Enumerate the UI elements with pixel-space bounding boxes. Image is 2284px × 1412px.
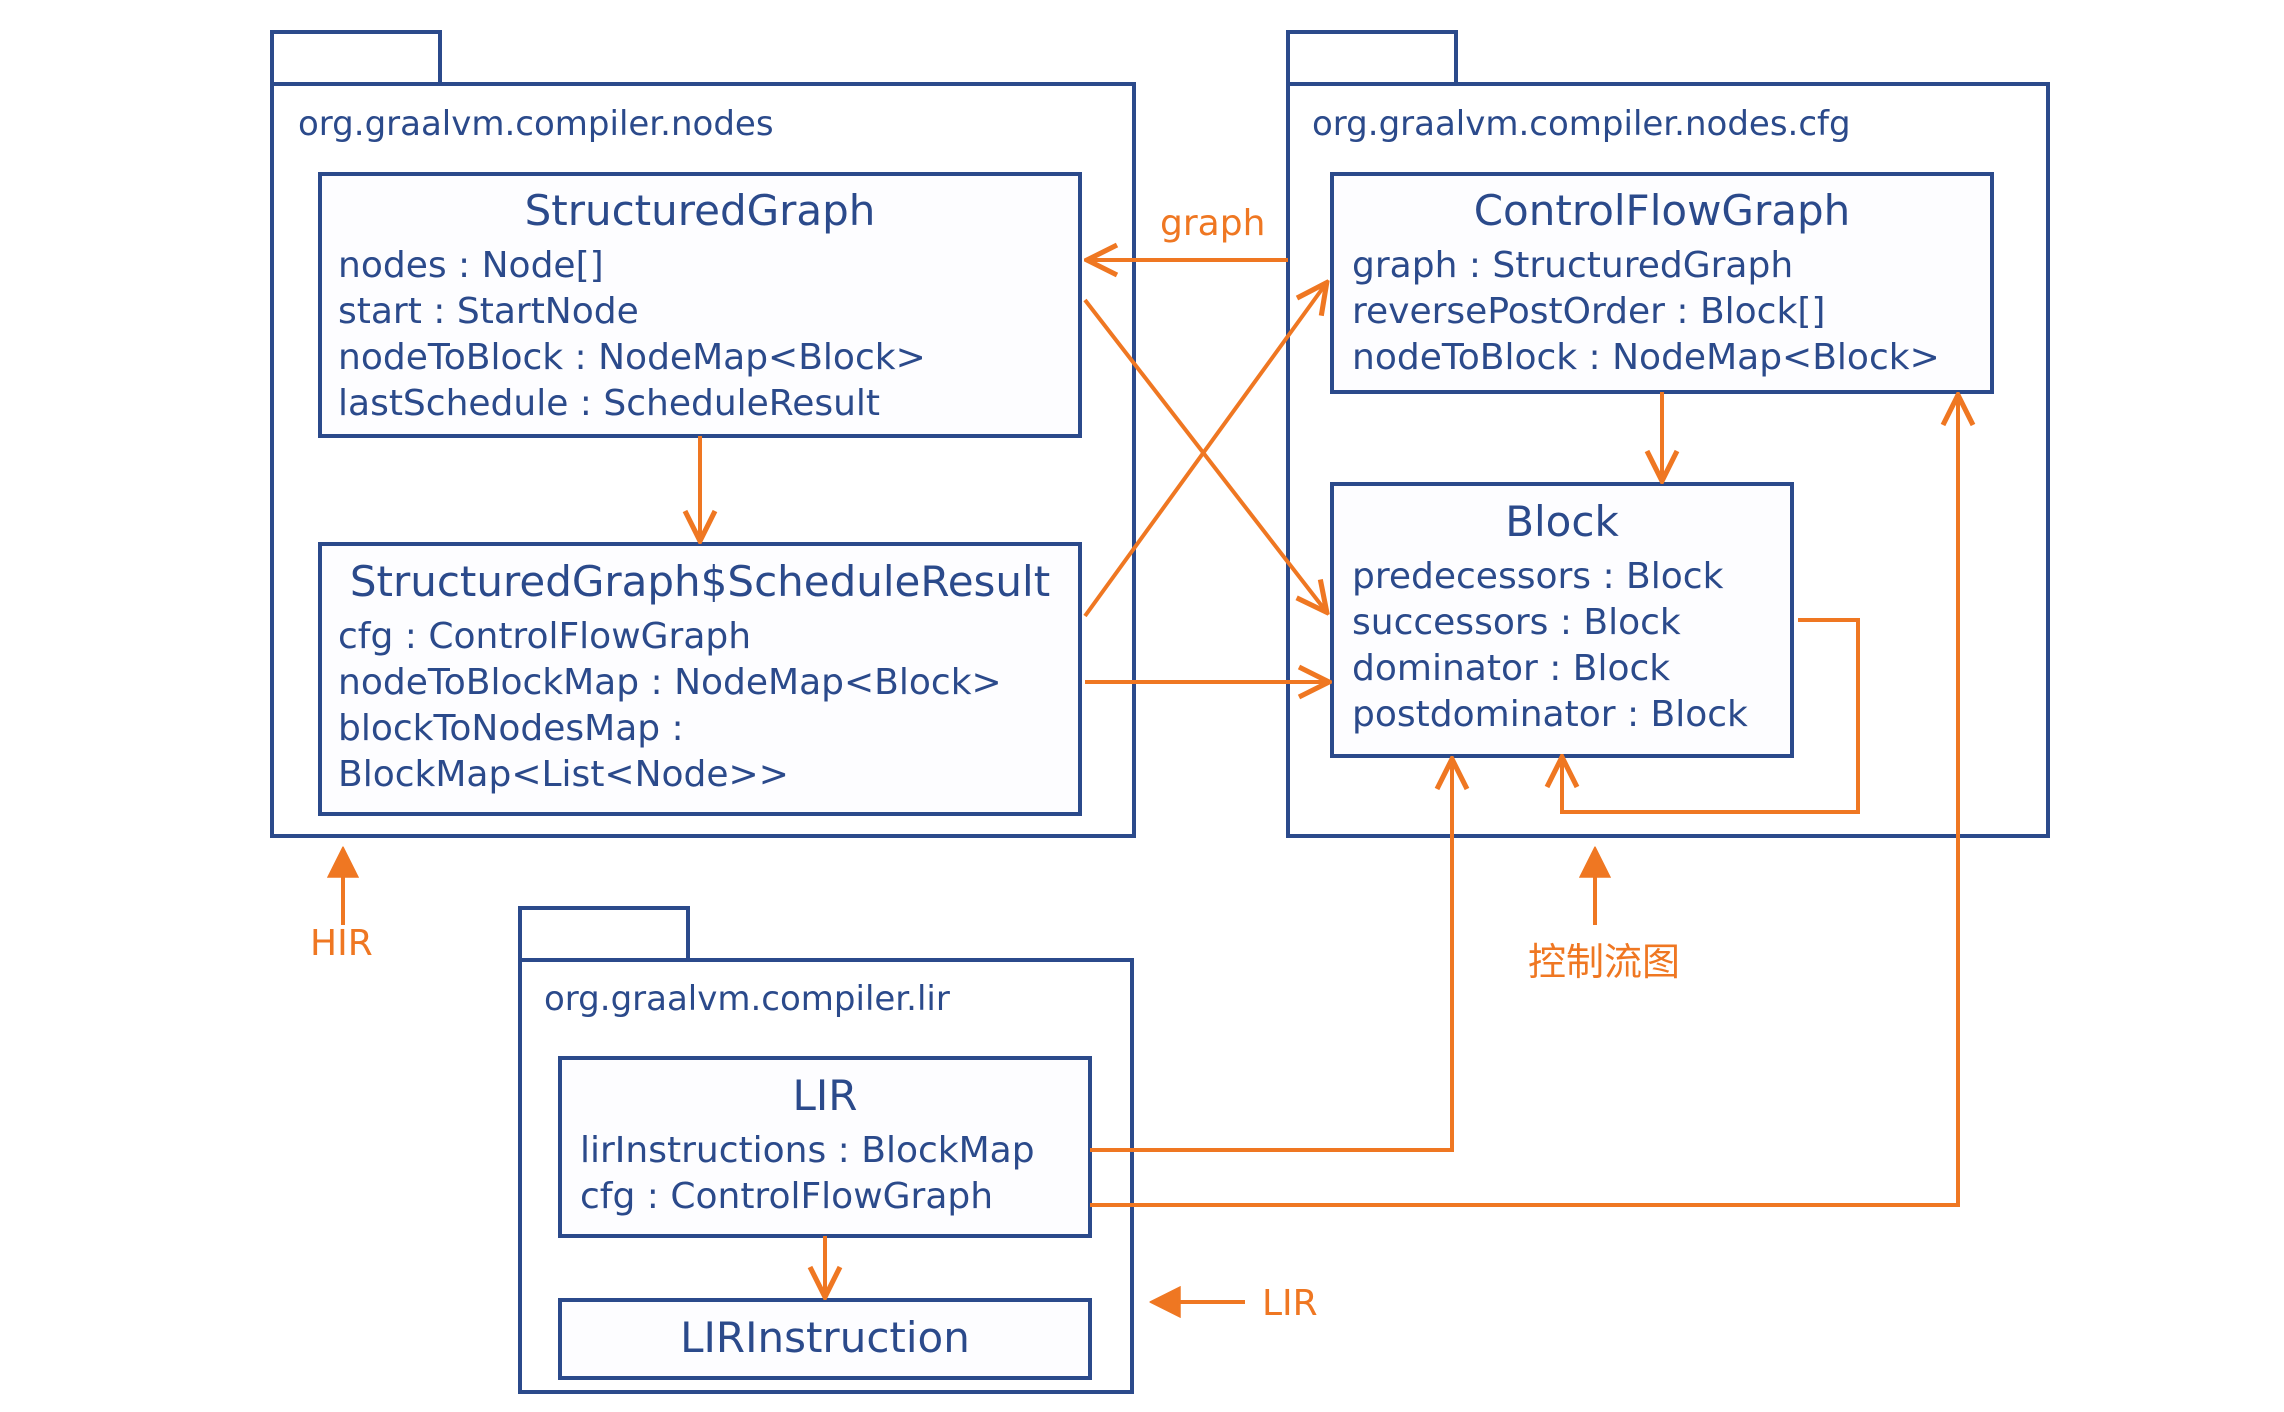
package-nodes-cfg-tab [1286,30,1458,86]
class-structured-graph[interactable]: StructuredGraph nodes : Node[] start : S… [318,172,1082,438]
class-block-title: Block [1505,497,1619,546]
class-block-attr-1: successors : Block [1352,602,1681,643]
edge-label-hir: HIR [310,923,373,964]
edge-block-self-loop [1562,618,1860,814]
class-block-box[interactable] [1330,482,1794,758]
class-schedule-result-box[interactable] [318,542,1082,816]
class-control-flow-graph-attr-0: graph : StructuredGraph [1352,245,1793,286]
class-lir-attr-0: lirInstructions : BlockMap [580,1130,1035,1171]
package-nodes-label: org.graalvm.compiler.nodes [298,104,774,144]
class-schedule-result-title: StructuredGraph$ScheduleResult [350,557,1050,606]
edge-structuredgraph-to-block [1083,298,1325,610]
class-control-flow-graph[interactable]: ControlFlowGraph graph : StructuredGraph… [1330,172,1994,394]
class-structured-graph-attr-1: start : StartNode [338,291,639,332]
class-control-flow-graph-attr-2: nodeToBlock : NodeMap<Block> [1352,337,1940,378]
class-structured-graph-attr-2: nodeToBlock : NodeMap<Block> [338,337,926,378]
class-schedule-result-attr-0: cfg : ControlFlowGraph [338,616,751,657]
edge-scheduleresult-to-cfg [1083,285,1325,618]
class-lir-attr-1: cfg : ControlFlowGraph [580,1176,993,1217]
class-structured-graph-title: StructuredGraph [525,186,876,235]
class-schedule-result[interactable]: StructuredGraph$ScheduleResult cfg : Con… [318,542,1082,816]
class-block[interactable]: Block predecessors : Block successors : … [1330,482,1794,758]
class-lir-instruction-box[interactable] [558,1298,1092,1380]
class-lir-title: LIR [793,1071,858,1120]
class-block-attr-3: postdominator : Block [1352,694,1748,735]
package-nodes-cfg: org.graalvm.compiler.nodes.cfg ControlFl… [1286,30,2050,838]
class-schedule-result-attr-2: blockToNodesMap : [338,708,684,749]
class-block-attr-0: predecessors : Block [1352,556,1724,597]
class-control-flow-graph-box[interactable] [1330,172,1994,394]
class-lir[interactable]: LIR lirInstructions : BlockMap cfg : Con… [558,1056,1092,1238]
package-nodes-cfg-label: org.graalvm.compiler.nodes.cfg [1312,104,1851,144]
package-lir-tab [518,906,690,962]
package-nodes-tab [270,30,442,86]
edge-label-lir: LIR [1262,1283,1318,1324]
edge-label-cfg-cn: 控制流图 [1528,940,1680,984]
package-lir-label: org.graalvm.compiler.lir [544,979,950,1019]
package-nodes: org.graalvm.compiler.nodes StructuredGra… [270,30,1136,838]
class-block-attr-2: dominator : Block [1352,648,1670,689]
class-structured-graph-attr-0: nodes : Node[] [338,245,604,286]
edge-lir-to-block [1090,762,1452,1152]
class-structured-graph-attr-3: lastSchedule : ScheduleResult [338,383,880,424]
class-control-flow-graph-attr-1: reversePostOrder : Block[] [1352,291,1825,332]
package-lir: org.graalvm.compiler.lir LIR lirInstruct… [518,906,1134,1394]
class-structured-graph-box[interactable] [318,172,1082,438]
class-schedule-result-attr-1: nodeToBlockMap : NodeMap<Block> [338,662,1002,703]
class-lir-instruction[interactable]: LIRInstruction [558,1298,1092,1380]
class-control-flow-graph-title: ControlFlowGraph [1474,186,1851,235]
class-schedule-result-attr-3: BlockMap<List<Node>> [338,754,789,795]
class-lir-instruction-title: LIRInstruction [680,1313,970,1362]
class-lir-box[interactable] [558,1056,1092,1238]
edge-lir-to-controlflowgraph [1090,398,1958,1207]
edge-label-graph: graph [1160,203,1265,244]
